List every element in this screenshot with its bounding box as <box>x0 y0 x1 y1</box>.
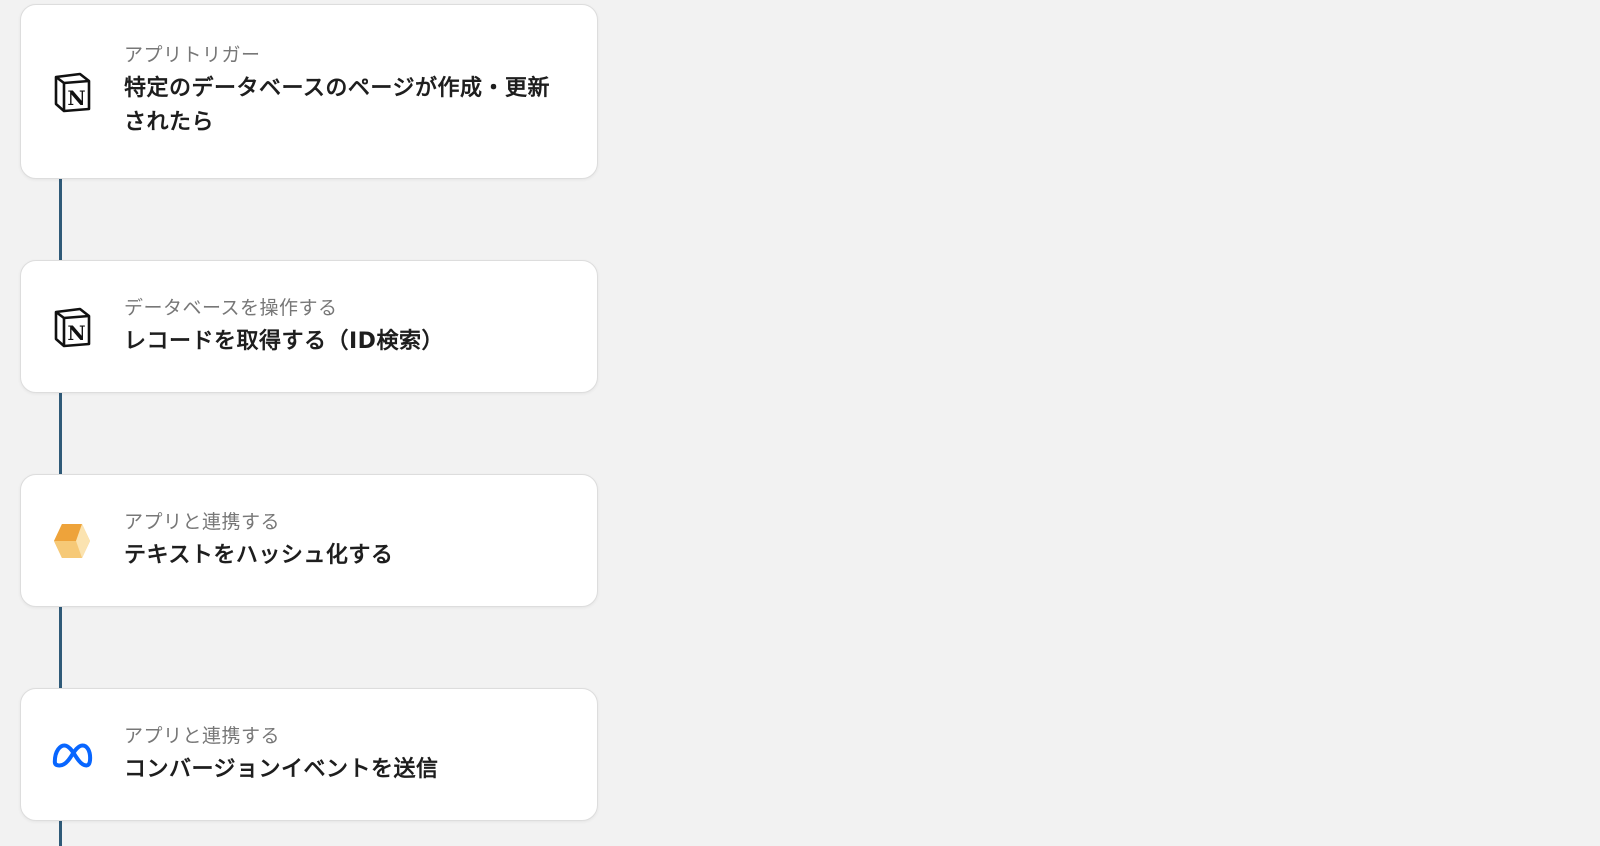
flow-connector <box>59 606 62 690</box>
svg-text:N: N <box>67 86 85 110</box>
step-type-label: データベースを操作する <box>124 297 338 319</box>
step-title: レコードを取得する（ID検索） <box>124 329 444 354</box>
step-title: テキストをハッシュ化する <box>124 543 394 568</box>
meta-icon <box>51 734 93 776</box>
step-card-hash-text[interactable]: アプリと連携する テキストをハッシュ化する <box>20 474 598 607</box>
step-card-notion-trigger[interactable]: N アプリトリガー 特定のデータベースのページが作成・更新されたら <box>20 4 598 179</box>
step-title: 特定のデータベースのページが作成・更新されたら <box>124 76 550 135</box>
svg-text:N: N <box>67 321 85 345</box>
step-title: コンバージョンイベントを送信 <box>124 757 439 782</box>
step-card-meta-conversion[interactable]: アプリと連携する コンバージョンイベントを送信 <box>20 688 598 821</box>
hash-cube-icon <box>51 520 93 562</box>
step-type-label: アプリと連携する <box>124 725 281 747</box>
flow-connector <box>59 178 62 262</box>
notion-icon: N <box>51 71 93 113</box>
notion-icon: N <box>51 306 93 348</box>
flow-connector <box>59 392 62 476</box>
step-type-label: アプリと連携する <box>124 511 281 533</box>
step-card-notion-get-record[interactable]: N データベースを操作する レコードを取得する（ID検索） <box>20 260 598 393</box>
flow-connector <box>59 820 62 846</box>
step-type-label: アプリトリガー <box>124 44 261 66</box>
